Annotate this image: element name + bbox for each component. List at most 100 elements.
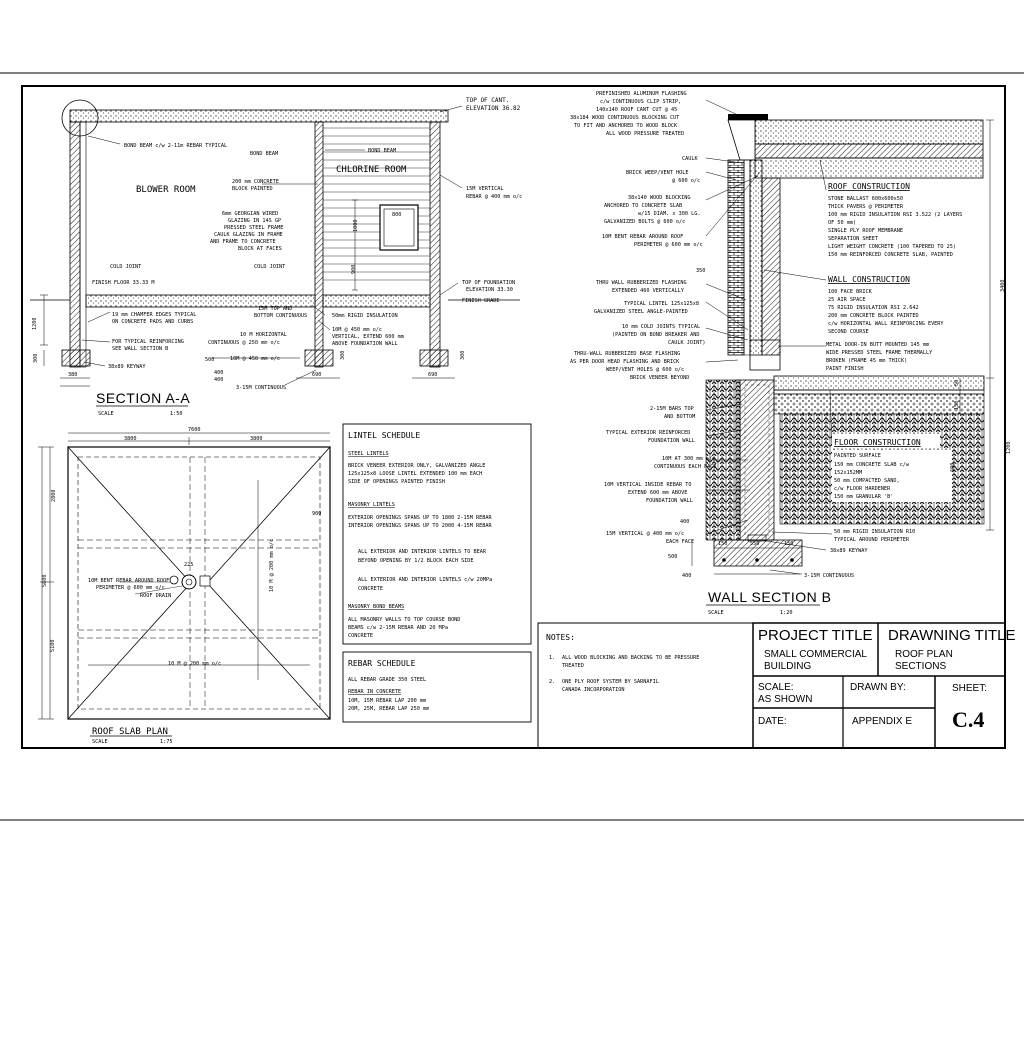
callout-glazing-2: GLAZING IN 14S GP bbox=[228, 218, 281, 224]
note-1-line: TREATED bbox=[562, 663, 584, 669]
lintel-general-line: ALL EXTERIOR AND INTERIOR LINTELS TO BEA… bbox=[358, 549, 487, 555]
wall-construction-line: 200 mm CONCRETE BLOCK PAINTED bbox=[828, 313, 919, 319]
drawing-title-label: DRAWNING TITLE bbox=[888, 627, 1016, 644]
callout-cold-joint-left: COLD JOINT bbox=[110, 264, 141, 270]
lintel-schedule: LINTEL SCHEDULE STEEL LINTELS BRICK VENE… bbox=[342, 423, 532, 645]
wall-section-scale-label: SCALE bbox=[708, 610, 724, 616]
floor-construction-line: PAINTED SURFACE bbox=[834, 453, 881, 459]
wsb-callout: w/15 DIAM. x 300 LG. bbox=[638, 211, 700, 217]
wsb-callout: ALL WOOD PRESSURE TREATED bbox=[606, 131, 684, 137]
wall-construction-line: 75 RIGID INSULATION RSI 2.642 bbox=[828, 305, 919, 311]
wall-construction-line: 100 FACE BRICK bbox=[828, 289, 873, 295]
roof-plan-scale-label: SCALE bbox=[92, 739, 108, 745]
wsb-callout: PREFINISHED ALUMINUM FLASHING bbox=[596, 91, 687, 97]
wsb-callout: @ 600 o/c bbox=[672, 178, 700, 184]
wsb-callout: THRU WALL RUBBERIZED FLASHING bbox=[596, 280, 687, 286]
callout-glazing-1: 6mm GEORGIAN WIRED bbox=[222, 211, 278, 217]
window-detail bbox=[379, 204, 419, 251]
wsb-dim-400-b: 400 bbox=[682, 573, 691, 579]
wsb-callout: CAULK bbox=[682, 156, 698, 162]
door-callout-line: PAINT FINISH bbox=[826, 366, 863, 372]
roof-construction-line: OF 50 mm) bbox=[828, 220, 856, 226]
drawing-title-line-1: ROOF PLAN bbox=[895, 649, 953, 660]
wsb-callout: 38x184 WOOD CONTINUOUS BLOCKING CUT bbox=[570, 115, 679, 121]
callout-10m-horizontal: 10 M HORIZONTAL bbox=[240, 332, 287, 338]
window-label: 800 bbox=[392, 212, 401, 218]
callout-bond-beam-right: BOND BEAM bbox=[368, 148, 396, 154]
wsb-callout: TO FIT AND ANCHORED TO WOOD BLOCK bbox=[574, 123, 678, 129]
floor-construction-line: c/w FLOOR HARDENER bbox=[834, 486, 891, 492]
note-2-line: CANADA INCORPORATION bbox=[562, 687, 624, 693]
wsb-callout: TYPICAL LINTEL 125x125x8 bbox=[624, 301, 699, 307]
roof-construction-line: 100 mm RIGID INSULATION RSI 3.522 (2 LAY… bbox=[828, 212, 962, 218]
wsb-dim-150-b: 150 bbox=[784, 541, 793, 547]
notes-block: NOTES: 1. ALL WOOD BLOCKING AND BACKING … bbox=[537, 622, 754, 749]
floor-construction-title: FLOOR CONSTRUCTION bbox=[834, 438, 921, 447]
dim-400-a: 400 bbox=[214, 370, 223, 376]
dim-690-a: 690 bbox=[312, 372, 321, 378]
callout-glazing-5: AND FRAME TO CONCRETE bbox=[210, 239, 276, 245]
roof-plan-scale-value: 1:75 bbox=[160, 739, 173, 745]
wsb-dim-1200: 1200 bbox=[1006, 442, 1012, 455]
wsb-callout: GALVANIZED BOLTS @ 600 o/c bbox=[604, 219, 685, 225]
door-callout-line: BROKEN (FRAME 45 mm THICK) bbox=[826, 358, 907, 364]
plan-dim-225: 225 bbox=[184, 562, 193, 568]
plan-dim-3800-b: 3800 bbox=[250, 436, 263, 442]
roof-slab-plan: 7600 3800 3800 2800 5600 5100 900 225 10… bbox=[38, 427, 331, 745]
callout-rigid-insulation: 50mm RIGID INSULATION bbox=[332, 313, 398, 319]
dim-300-left: 300 bbox=[33, 354, 39, 363]
wsb-callout: FOUNDATION WALL bbox=[646, 498, 693, 504]
wall-construction-line: c/w HORIZONTAL WALL REINFORCING EVERY bbox=[828, 321, 944, 327]
top-of-foundation-elevation: ELEVATION 33.30 bbox=[466, 287, 513, 293]
rebar-schedule-title: REBAR SCHEDULE bbox=[348, 659, 416, 668]
callout-continuous-250: CONTINUOUS @ 250 mm o/c bbox=[208, 340, 280, 346]
title-block: PROJECT TITLE SMALL COMMERCIAL BUILDING … bbox=[752, 622, 1016, 749]
lintel-masonry-line: EXTERIOR OPENINGS SPANS UP TO 1800 2-15M… bbox=[348, 515, 493, 521]
wsb-dim-3400: 3400 bbox=[1000, 280, 1006, 293]
roof-construction-line: LIGHT WEIGHT CONCRETE (100 TAPERED TO 25… bbox=[828, 244, 956, 250]
roof-construction-line: SEPARATION SHEET bbox=[828, 236, 878, 242]
lintel-steel-line: 125x125x8 LOOSE LINTEL EXTENDED 100 mm E… bbox=[348, 471, 482, 477]
dim-380: 380 bbox=[68, 372, 77, 378]
section-a-a: 800 bbox=[30, 97, 522, 417]
date-label: DATE: bbox=[758, 716, 787, 727]
wsb-callout: 10M BENT REBAR AROUND ROOF bbox=[602, 234, 683, 240]
lintel-general-line: CONCRETE bbox=[358, 586, 383, 592]
wsb-callout: EXTEND 600 mm ABOVE bbox=[628, 490, 687, 496]
callout-15m-top-bottom-1: 15M TOP AND bbox=[258, 306, 292, 312]
lintel-general-line: BEYOND OPENING BY 1/2 BLOCK EACH SIDE bbox=[358, 558, 474, 564]
wall-construction-line: 25 AIR SPACE bbox=[828, 297, 865, 303]
wsb-callout: GALVANIZED STEEL ANGLE-PAINTED bbox=[594, 309, 688, 315]
date-value: APPENDIX E bbox=[852, 716, 912, 727]
lintel-heading-steel: STEEL LINTELS bbox=[348, 451, 389, 457]
project-title-line-2: BUILDING bbox=[764, 661, 811, 672]
wsb-callout: 15M VERTICAL @ 400 mm o/c bbox=[606, 531, 684, 537]
wsb-bottom-callout: 3-15M CONTINUOUS bbox=[804, 573, 854, 579]
wsb-dim-150-c: 150 bbox=[954, 401, 960, 410]
callout-above-foundation: ABOVE FOUNDATION WALL bbox=[332, 341, 398, 347]
roof-construction-line: THICK PAVERS @ PERIMETER bbox=[828, 204, 904, 210]
callout-chamfer-2: ON CONCRETE PADS AND CURBS bbox=[112, 319, 193, 325]
lintel-steel-line: BRICK VENEER EXTERIOR ONLY, GALVANIZED A… bbox=[348, 463, 485, 469]
project-title-line-1: SMALL COMMERCIAL bbox=[764, 649, 867, 660]
plan-callout-10m-200-v: 10 M @ 200 mm o/c bbox=[269, 539, 275, 592]
wsb-callout: EACH FACE bbox=[666, 539, 694, 545]
wall-section-b-title: WALL SECTION B bbox=[708, 589, 831, 605]
sheet-label: SHEET: bbox=[952, 683, 987, 694]
callout-glazing-6: BLOCK AT FACES bbox=[238, 246, 282, 252]
lintel-bond-line: BEAMS c/w 2-15M REBAR AND 20 MPa bbox=[348, 625, 448, 631]
lintel-bond-line: ALL MASONRY WALLS TO TOP COURSE BOND bbox=[348, 617, 460, 623]
note-2-num: 2. bbox=[549, 679, 555, 685]
plan-callout-perimeter: PERIMETER @ 600 mm o/c bbox=[96, 585, 165, 591]
wall-section-scale-value: 1:20 bbox=[780, 610, 793, 616]
room-label-chlorine: CHLORINE ROOM bbox=[336, 165, 407, 175]
wsb-callout: THRU-WALL RUBBERIZED BASE FLASHING bbox=[574, 351, 680, 357]
floor-construction-line: 50 mm COMPACTED SAND, bbox=[834, 478, 900, 484]
rebar-lap-1: 10M, 15M REBAR LAP 200 mm bbox=[348, 698, 426, 704]
plan-dim-2800-a: 2800 bbox=[51, 490, 57, 503]
top-of-foundation-label: TOP OF FOUNDATION bbox=[462, 280, 515, 286]
door-callout-line: METAL DOOR-IN BUTT MOUNTED 145 mm bbox=[826, 342, 929, 348]
wsb-callout: c/w CONTINUOUS CLIP STRIP, bbox=[600, 99, 681, 105]
wsb-callout: ANCHORED TO CONCRETE SLAB bbox=[604, 203, 682, 209]
wsb-dim-350: 350 bbox=[696, 268, 705, 274]
